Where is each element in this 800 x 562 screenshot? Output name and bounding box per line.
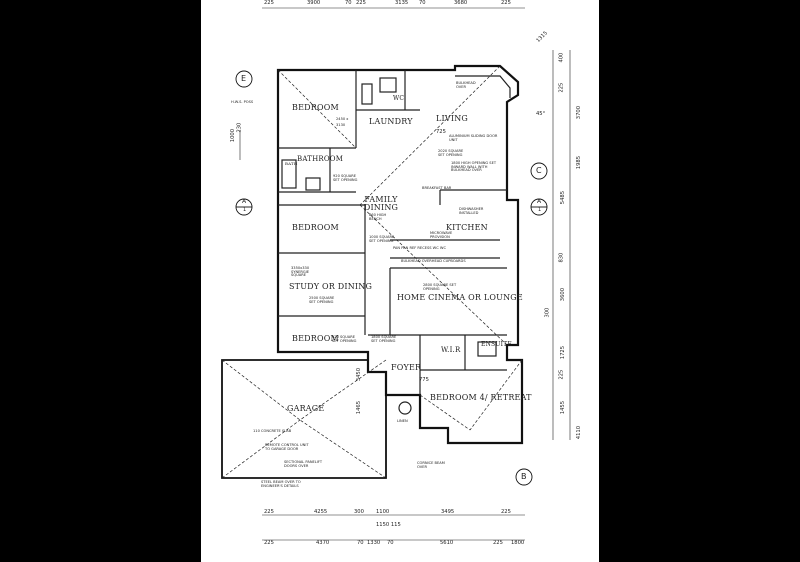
dim-bottom2-7: 1800 [511, 540, 525, 546]
dim-bottom2-2: 70 [357, 540, 364, 546]
dim-right-2: 3700 [576, 106, 582, 120]
dim-top-6: 3680 [454, 0, 468, 6]
tag-1465: 1465 [356, 401, 362, 415]
drawing-sheet: E A 1 C A 1 B BEDROOM LAUNDRY WC LIVING … [201, 0, 599, 562]
room-bedroom-4: BEDROOM 4/ RETREAT [430, 393, 532, 402]
dim-bottom2-4: 70 [387, 540, 394, 546]
dim-right-1: 225 [558, 82, 565, 93]
grid-marker-c: C [536, 166, 542, 175]
dim-bottom1-3: 1100 [376, 509, 390, 515]
note-bench: 860 HIGH BENCH [369, 213, 387, 221]
room-wir: W.I.R [441, 346, 461, 354]
grid-marker-a-right: A [537, 198, 542, 205]
note-steel-beam: STEEL BEAM OVER TO ENGINEER'S DETAILS [261, 480, 301, 488]
dim-right-10: 1455 [560, 401, 566, 415]
note-hws: H.W.S. POSS [231, 100, 254, 104]
room-kitchen: KITCHEN [446, 223, 488, 232]
room-bath: BATH [285, 161, 298, 166]
grid-marker-b: B [521, 472, 527, 481]
dim-right-7: 300 [544, 307, 551, 318]
tag-775: 775 [419, 377, 429, 383]
note-sliding-door: ALUMINIUM SLIDING DOOR UNIT [449, 134, 498, 142]
note-opening-2800: 2800 SQUARE SET OPENING [423, 283, 457, 291]
note-opening-1800b: 1800 SQUARE SET OPENING [371, 335, 397, 343]
dim-right-9: 225 [558, 369, 565, 380]
room-bedroom-1: BEDROOM [292, 103, 339, 112]
note-bulkhead: BULKHEAD OVER [456, 81, 476, 89]
dim-right-0: 400 [558, 52, 565, 63]
dim-bottom2-3: 1330 [367, 540, 381, 546]
dim-bottom1-5: 225 [501, 509, 511, 515]
note-slab: 110 CONCRETE SLAB [253, 429, 292, 433]
room-bedroom-2: BEDROOM [292, 223, 339, 232]
room-wc: WC [393, 95, 405, 102]
dim-bottom2-6: 225 [493, 540, 503, 546]
grid-marker-e: E [241, 74, 247, 83]
note-opening-2020: 2020 SQUARE SET OPENING [438, 149, 464, 157]
dim-bottom-mid: 1150 115 [376, 522, 401, 528]
note-room-dim-b: 3130 [336, 123, 346, 127]
note-sectional-door: SECTIONAL PANELIFT DOORS OVER [284, 460, 323, 468]
room-ensuite: ENSUITE [481, 341, 512, 348]
note-microwave: MICROWAVE PROVISION [430, 231, 453, 239]
dim-right-11: 4110 [576, 426, 582, 440]
note-bulkhead-overhead: BULKHEAD OVERHEAD CUPBOARDS [401, 259, 466, 263]
dim-top-2: 70 [345, 0, 352, 6]
dim-bottom1-4: 3495 [441, 509, 455, 515]
room-bathroom: BATHROOM [297, 155, 344, 163]
dim-right-6: 3600 [560, 288, 566, 302]
floor-plan [221, 7, 571, 541]
note-opening-920: 920 SQUARE SET OPENING [333, 174, 358, 182]
room-family-dining: FAMILY DINING [363, 195, 399, 212]
note-opening-1000: 1000 SQUARE SET OPENING [369, 235, 395, 243]
dim-top-4: 3135 [395, 0, 409, 6]
dim-top-0: 225 [264, 0, 274, 6]
room-study: STUDY OR DINING [289, 282, 373, 291]
dim-bottom1-2: 300 [354, 509, 364, 515]
dim-left-1: 230 [236, 122, 243, 133]
dim-top-1: 3900 [307, 0, 321, 6]
room-home-cinema: HOME CINEMA OR LOUNGE [397, 293, 523, 302]
dim-right-5: 830 [558, 252, 565, 263]
note-pantry-row: PAN PAN REF RECESS WC WC [393, 246, 446, 250]
dim-bottom2-1: 4370 [316, 540, 330, 546]
note-opening-920b: 920 SQUARE SET OPENING [332, 335, 357, 343]
note-cornice-beam: CORNICE BEAM OVER [417, 461, 445, 469]
dim-bottom2-0: 225 [264, 540, 274, 546]
room-laundry: LAUNDRY [369, 117, 413, 126]
dim-right-8: 1725 [560, 346, 566, 360]
grid-marker-a-right-sub: 1 [538, 207, 542, 213]
note-linen: LINEN [397, 419, 408, 423]
dim-bottom2-5: 5610 [440, 540, 454, 546]
note-breakfast-bar: BREAKFAST BAR [422, 186, 452, 190]
note-opening-3350: 3350x330 SYNERGIE SQUARE [291, 266, 310, 278]
room-garage: GARAGE [287, 404, 325, 413]
dim-bottom1-1: 4255 [314, 509, 328, 515]
dim-top-7: 225 [501, 0, 511, 6]
grid-marker-a-left-sub: 1 [243, 207, 247, 213]
room-living: LIVING [436, 114, 469, 123]
dim-top-5: 70 [419, 0, 426, 6]
dim-bottom1-0: 225 [264, 509, 274, 515]
grid-marker-a-left: A [242, 198, 247, 205]
angle-label: 45° [536, 111, 546, 117]
dim-top-3: 225 [356, 0, 366, 6]
note-remote: REMOTE CONTROL UNIT TO GARAGE DOOR [265, 443, 309, 451]
note-opening-1800: 1800 HIGH OPENING SET INWARD WALL WITH B… [451, 161, 497, 173]
note-room-dim-a: 2450 x [336, 117, 349, 121]
note-dishwasher: DISHWASHER INSTALLED [459, 207, 484, 215]
tag-3450: 3450 [356, 368, 362, 382]
dim-right-3: 1985 [576, 156, 582, 170]
tag-725: 725 [436, 129, 446, 135]
note-opening-2500: 2500 SQUARE SET OPENING [309, 296, 335, 304]
room-foyer: FOYER [391, 363, 422, 372]
room-bedroom-3: BEDROOM [292, 334, 339, 343]
dim-right-4: 5485 [560, 191, 566, 205]
